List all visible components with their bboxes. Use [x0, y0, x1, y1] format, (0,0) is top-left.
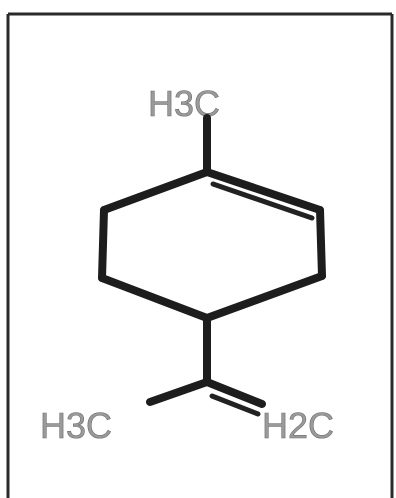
methylene-branch-bond: [203, 378, 266, 408]
ring-bond-right: [316, 206, 326, 280]
ring-bond-top-right: [203, 168, 324, 214]
ring-double-bond-inner: [210, 181, 315, 221]
bottom-left-methyl-label: H3C: [40, 405, 112, 446]
methylene-double-bond-inner: [209, 393, 261, 417]
ring-bond-bottom-left: [98, 274, 211, 322]
ring-bond-bottom-right: [203, 272, 326, 322]
methyl-branch-bond: [146, 378, 211, 406]
ring-bond-top-left: [100, 168, 211, 214]
ring-bond-left: [98, 206, 108, 282]
bottom-right-methylene-label: H2C: [262, 405, 334, 446]
